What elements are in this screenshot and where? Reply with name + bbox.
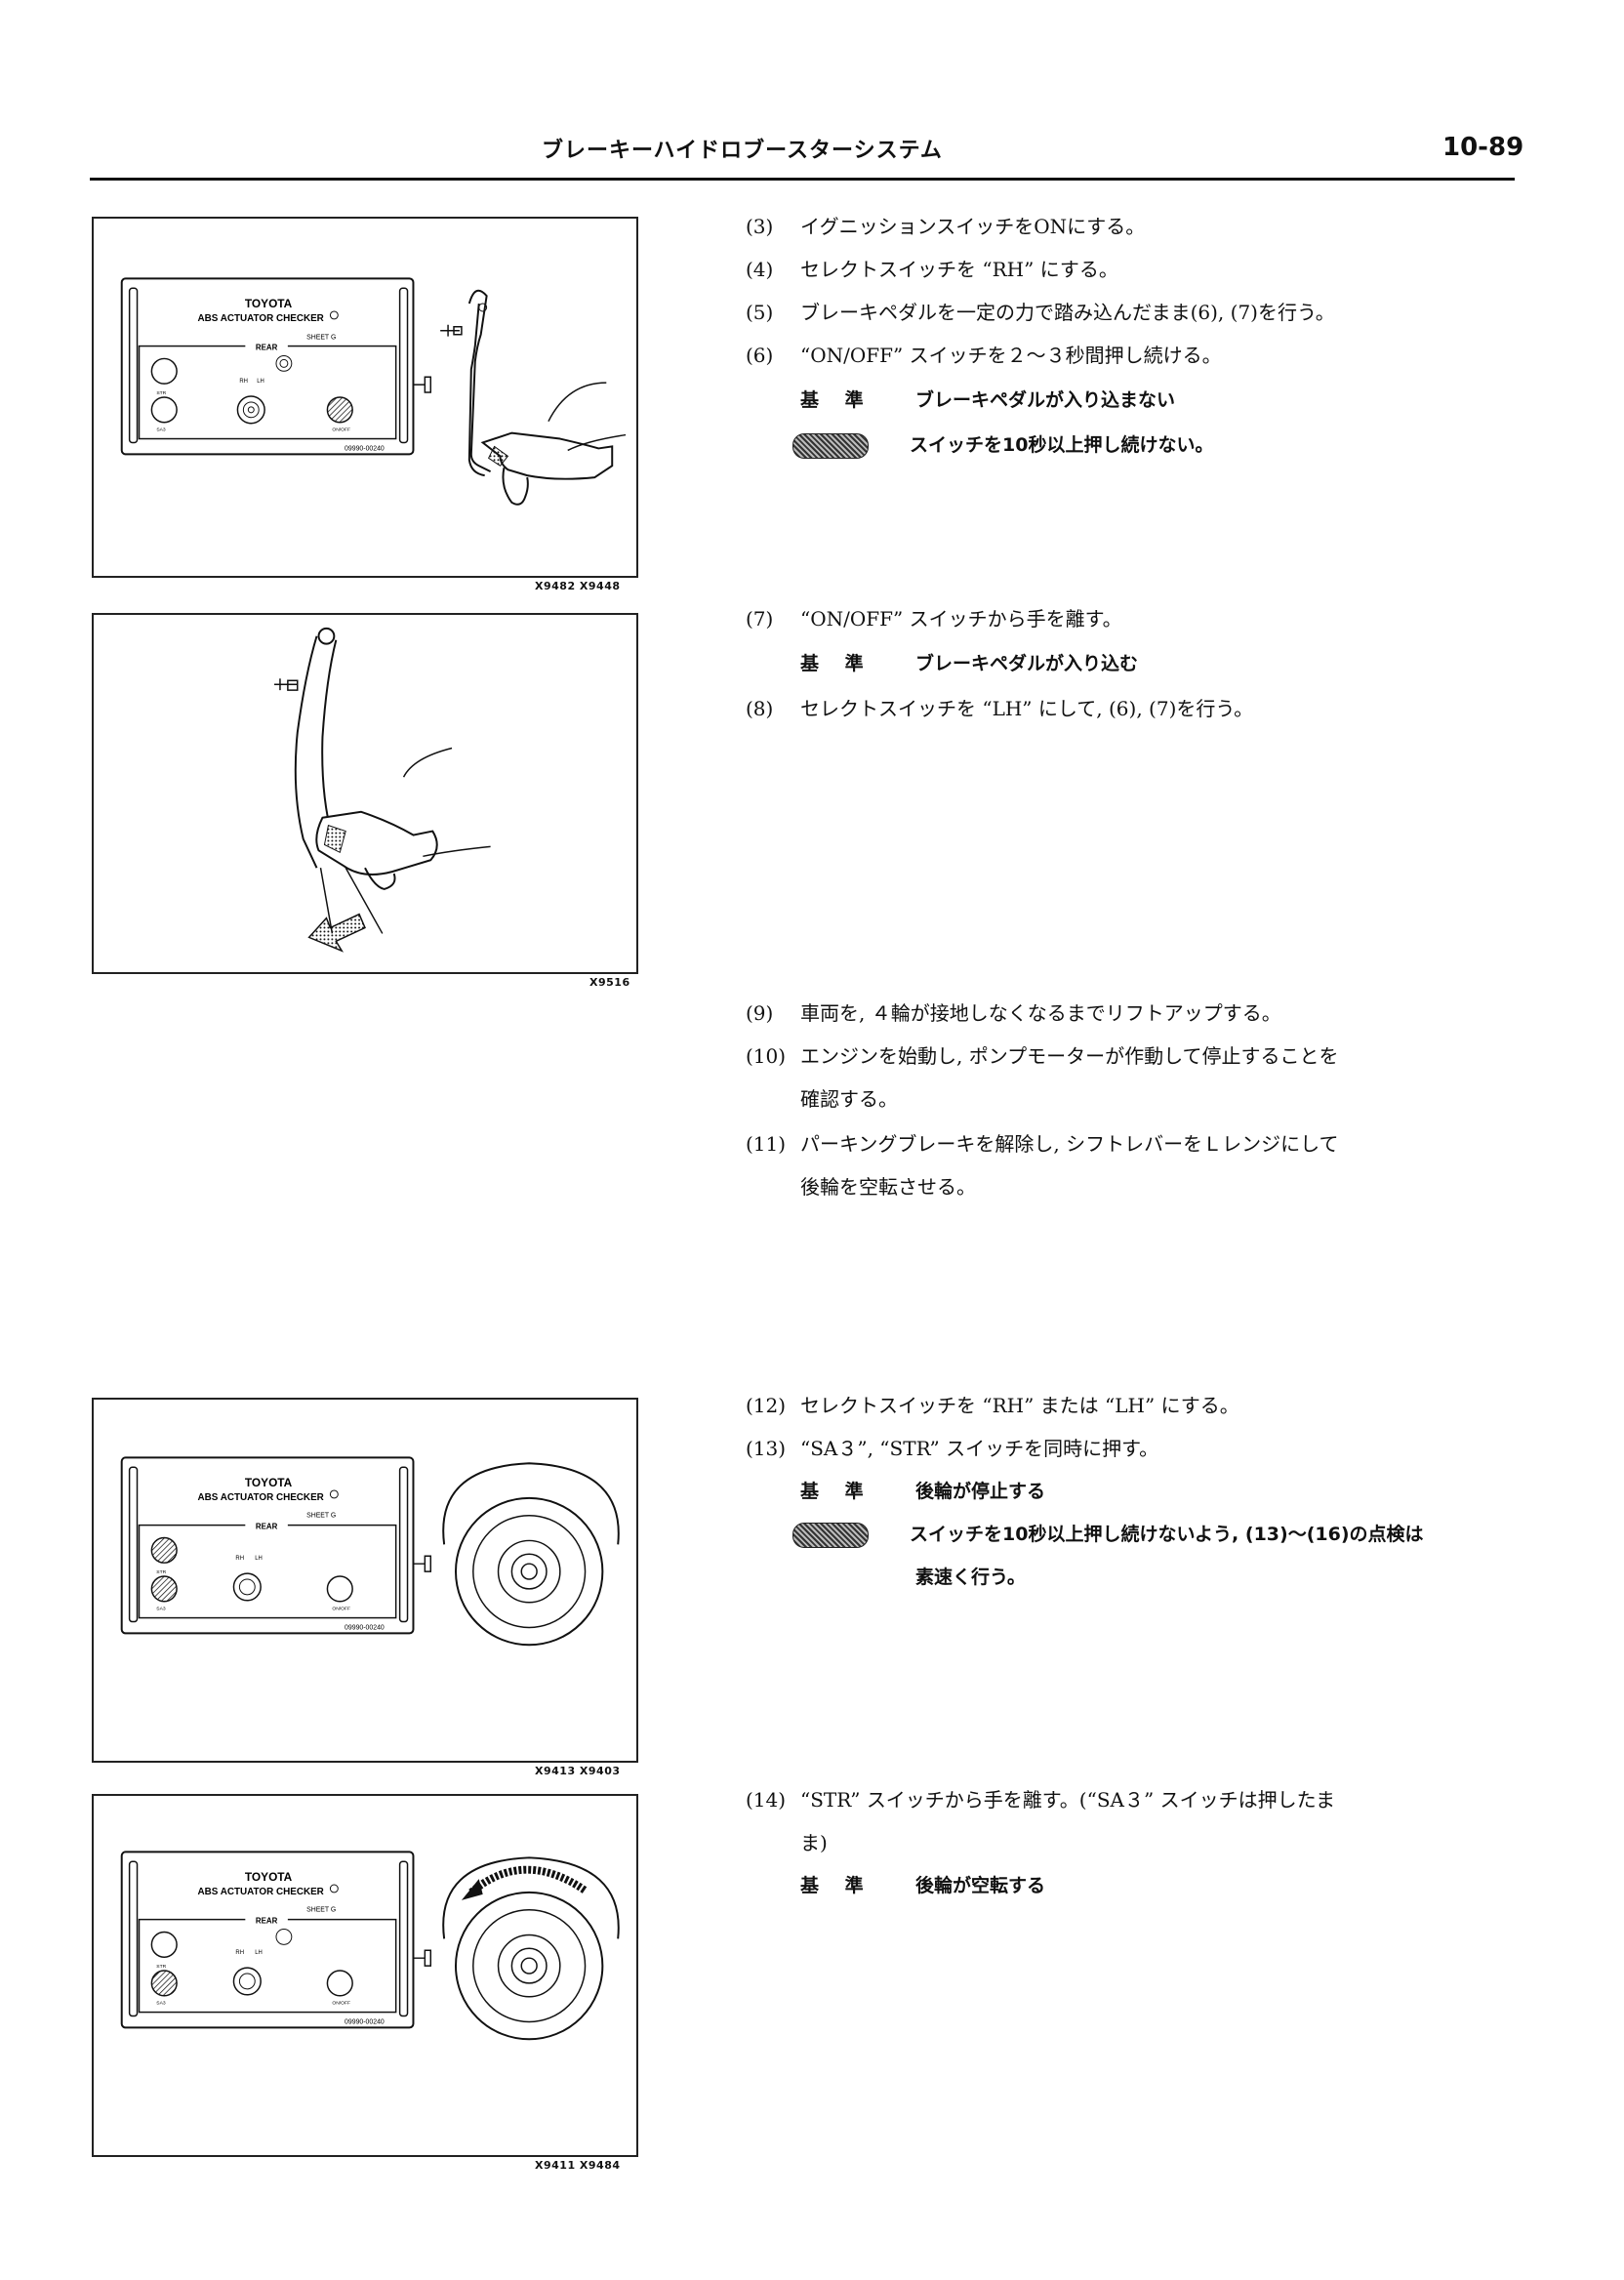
svg-text:SA3: SA3: [156, 1607, 166, 1612]
step-13: (13)“SA３”, “STR” スイッチを同時に押す。: [746, 1437, 1159, 1460]
step-12: (12)セレクトスイッチを “RH” または “LH” にする。: [746, 1394, 1239, 1417]
step-11-cont: 後輪を空転させる。: [800, 1175, 976, 1199]
figure-code: X9411 X9484: [535, 2159, 621, 2172]
svg-text:REAR: REAR: [256, 1917, 278, 1926]
step-9: (9)車両を, ４輪が接地しなくなるまでリフトアップする。: [746, 1001, 1281, 1025]
svg-text:SA3: SA3: [156, 428, 166, 433]
step-5: (5)ブレーキペダルを一定の力で踏み込んだまま(6), (7)を行う。: [746, 301, 1335, 324]
step-13-caution-cont: 素速く行う。: [915, 1567, 1026, 1588]
step-3: (3)イグニッションスイッチをONにする。: [746, 215, 1146, 238]
svg-text:STR: STR: [156, 1964, 166, 1970]
svg-text:LH: LH: [257, 379, 264, 385]
step-11: (11)パーキングブレーキを解除し, シフトレバーをＬレンジにして: [746, 1132, 1339, 1156]
svg-text:TOYOTA: TOYOTA: [245, 1476, 293, 1489]
step-8: (8)セレクトスイッチを “LH” にして, (6), (7)を行う。: [746, 697, 1254, 720]
figure-code: X9482 X9448: [535, 580, 621, 592]
step-6-caution: スイッチを10秒以上押し続けない。: [792, 431, 1213, 459]
figure-checker-pedal: TOYOTA ABS ACTUATOR CHECKER SHEET G REAR…: [92, 217, 638, 578]
svg-text:LH: LH: [255, 1556, 263, 1562]
step-4: (4)セレクトスイッチを “RH” にする。: [746, 258, 1118, 281]
step-10: (10)エンジンを始動し, ポンプモーターが作動して停止することを: [746, 1044, 1339, 1068]
select-switch: [236, 395, 265, 425]
svg-text:SA3: SA3: [156, 2001, 166, 2007]
svg-text:REAR: REAR: [256, 1523, 278, 1531]
step-7: (7)“ON/OFF” スイッチから手を離す。: [746, 607, 1122, 631]
str-button: [150, 357, 178, 385]
svg-text:09990-00240: 09990-00240: [345, 2018, 385, 2025]
section-title: ブレーキーハイドロブースターシステム: [542, 139, 943, 163]
figure-checker-wheel-stopped: TOYOTA ABS ACTUATOR CHECKER SHEET G REAR…: [92, 1398, 638, 1763]
svg-text:SHEET G: SHEET G: [306, 1513, 336, 1520]
svg-text:ON/OFF: ON/OFF: [332, 428, 350, 433]
step-13-caution: スイッチを10秒以上押し続けないよう, (13)～(16)の点検は: [792, 1521, 1424, 1548]
checker-sheet: SHEET G: [306, 335, 336, 342]
checker-name: ABS ACTUATOR CHECKER: [198, 313, 324, 324]
svg-text:SHEET G: SHEET G: [306, 1907, 336, 1914]
step-6: (6)“ON/OFF” スイッチを２～３秒間押し続ける。: [746, 344, 1222, 367]
figure-pedal-pressed: [92, 613, 638, 974]
step-14-cont: ま): [800, 1831, 828, 1854]
svg-text:ON/OFF: ON/OFF: [332, 2001, 350, 2007]
caution-icon: [792, 432, 869, 459]
checker-part-no: 09990-00240: [345, 445, 385, 452]
figure-code: X9413 X9403: [535, 1765, 621, 1777]
figure-checker-wheel-spinning: TOYOTA ABS ACTUATOR CHECKER SHEET G REAR…: [92, 1794, 638, 2157]
onoff-button: [326, 396, 353, 424]
svg-text:ABS ACTUATOR CHECKER: ABS ACTUATOR CHECKER: [198, 1887, 324, 1897]
header-rule: [90, 178, 1515, 181]
svg-text:RH: RH: [239, 379, 248, 385]
svg-text:STR: STR: [156, 1569, 166, 1575]
svg-text:ON/OFF: ON/OFF: [332, 1607, 350, 1612]
checker-wheel-illustration: TOYOTA ABS ACTUATOR CHECKER SHEET G REAR…: [120, 1456, 620, 1647]
checker-brand: TOYOTA: [245, 297, 293, 310]
caution-icon: [792, 1522, 869, 1548]
step-7-standard: 基 準ブレーキペダルが入り込む: [800, 653, 1139, 674]
figure-code: X9516: [589, 976, 630, 989]
checker-section: REAR: [256, 344, 278, 352]
pedal-pressed-illustration: [274, 627, 491, 953]
svg-text:TOYOTA: TOYOTA: [245, 1870, 293, 1884]
step-14: (14)“STR” スイッチから手を離す。(“SA３” スイッチは押したま: [746, 1788, 1335, 1812]
step-10-cont: 確認する。: [800, 1087, 898, 1111]
sa3-button: [150, 396, 178, 424]
svg-text:RH: RH: [235, 1556, 244, 1562]
svg-text:ABS ACTUATOR CHECKER: ABS ACTUATOR CHECKER: [198, 1492, 324, 1503]
checker-wheel-spin-illustration: TOYOTA ABS ACTUATOR CHECKER SHEET G REAR…: [120, 1851, 620, 2041]
svg-text:STR: STR: [156, 390, 166, 396]
svg-text:09990-00240: 09990-00240: [345, 1624, 385, 1631]
step-14-standard: 基 準後輪が空転する: [800, 1875, 1046, 1896]
step-6-standard: 基 準ブレーキペダルが入り込まない: [800, 389, 1176, 411]
svg-text:LH: LH: [255, 1950, 263, 1956]
svg-text:RH: RH: [235, 1950, 244, 1956]
step-13-standard: 基 準後輪が停止する: [800, 1481, 1046, 1502]
checker-pedal-illustration: TOYOTA ABS ACTUATOR CHECKER SHEET G REAR…: [120, 277, 627, 506]
page-number: 10-89: [1442, 133, 1524, 162]
